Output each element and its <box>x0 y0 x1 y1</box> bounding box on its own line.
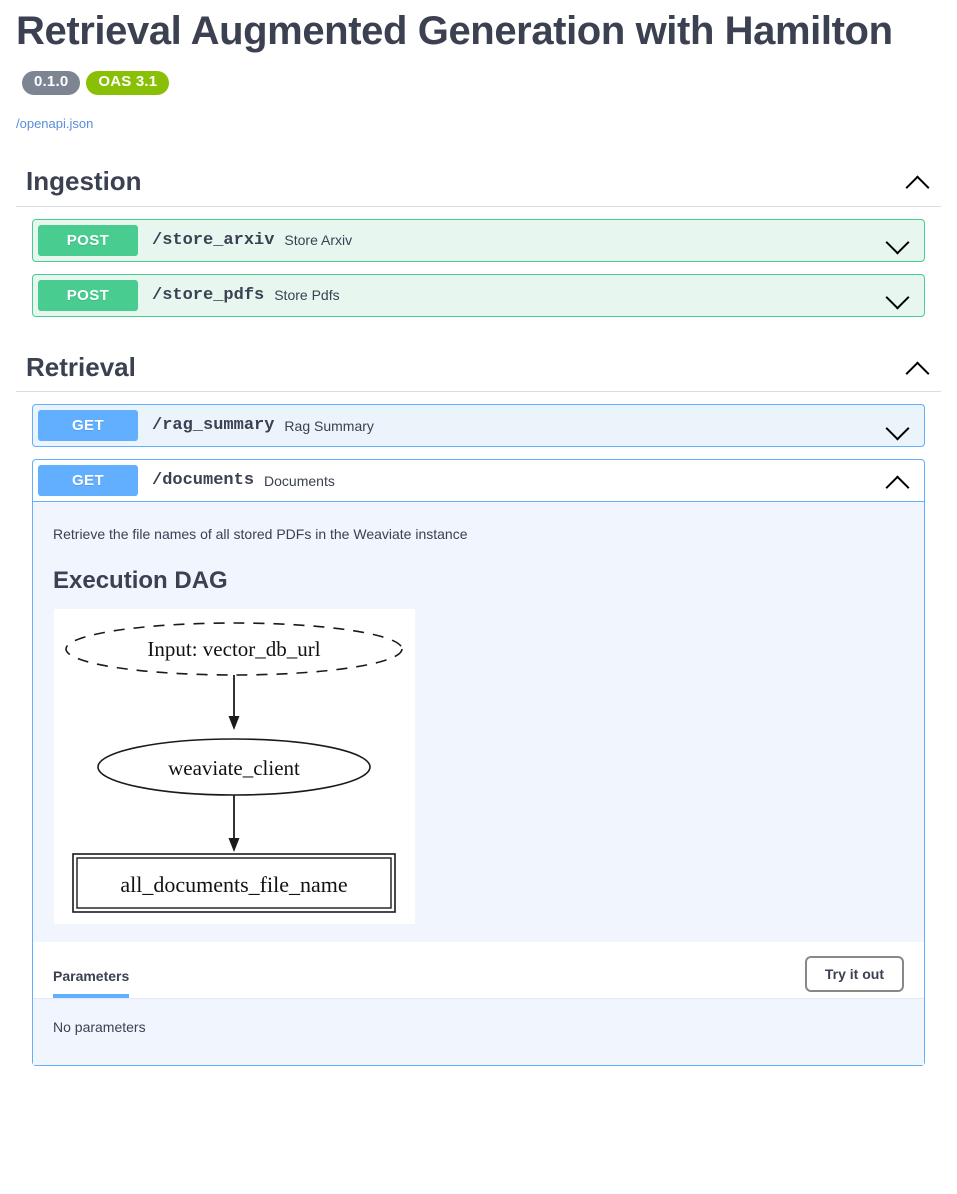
operation-list-ingestion: POST /store_arxiv Store Arxiv POST /stor… <box>16 218 941 317</box>
tag-header-retrieval[interactable]: Retrieval <box>16 351 941 393</box>
dag-node-client-label: weaviate_client <box>168 756 300 780</box>
operation-list-retrieval: GET /rag_summary Rag Summary GET /docume… <box>16 404 941 1067</box>
api-title-text: Retrieval Augmented Generation with Hami… <box>16 9 893 53</box>
parameters-header: Parameters Try it out <box>53 942 904 999</box>
dag-node-input: Input: vector_db_url <box>65 622 403 676</box>
dag-node-client: weaviate_client <box>97 738 371 796</box>
operation-summary[interactable]: POST /store_pdfs Store Pdfs <box>33 275 924 316</box>
try-it-out-button[interactable]: Try it out <box>804 956 904 993</box>
operation-path: /store_arxiv <box>152 230 275 250</box>
chevron-down-icon[interactable] <box>885 413 911 439</box>
operation-summary-text: Rag Summary <box>284 417 374 434</box>
dag-node-output-label: all_documents_file_name <box>120 872 347 897</box>
no-parameters-message: No parameters <box>33 998 924 1066</box>
dag-svg: Input: vector_db_url weaviate_client <box>65 622 403 913</box>
operation-path: /rag_summary <box>152 416 275 436</box>
operation-description: Retrieve the file names of all stored PD… <box>53 526 468 543</box>
operation-row-store-pdfs[interactable]: POST /store_pdfs Store Pdfs <box>32 273 925 317</box>
dag-node-output: all_documents_file_name <box>72 853 396 913</box>
dag-node-input-label: Input: vector_db_url <box>147 637 320 661</box>
operation-summary-text: Store Arxiv <box>284 232 353 249</box>
chevron-up-icon[interactable] <box>905 354 931 380</box>
tag-section-ingestion: Ingestion POST /store_arxiv Store Arxiv … <box>0 167 957 317</box>
operation-summary[interactable]: GET /documents Documents <box>33 460 924 501</box>
chevron-down-icon[interactable] <box>885 227 911 253</box>
operation-body-documents: Retrieve the file names of all stored PD… <box>33 501 924 1066</box>
operation-row-store-arxiv[interactable]: POST /store_arxiv Store Arxiv <box>32 218 925 262</box>
http-method-badge: POST <box>38 224 138 256</box>
execution-dag-heading: Execution DAG <box>53 567 228 595</box>
chevron-up-icon[interactable] <box>905 168 931 194</box>
operation-row-rag-summary[interactable]: GET /rag_summary Rag Summary <box>32 404 925 448</box>
execution-dag-image: Input: vector_db_url weaviate_client <box>54 609 415 925</box>
openapi-spec-link[interactable]: /openapi.json <box>16 116 94 131</box>
page-title: Retrieval Augmented Generation with Hami… <box>16 6 941 106</box>
http-method-badge: POST <box>38 279 138 311</box>
operation-path: /documents <box>152 471 255 491</box>
tag-section-retrieval: Retrieval GET /rag_summary Rag Summary G… <box>0 351 957 1067</box>
tab-parameters[interactable]: Parameters <box>53 968 130 999</box>
tag-name-retrieval: Retrieval <box>26 351 136 382</box>
version-badge: 0.1.0 <box>22 71 81 95</box>
dag-edge-input-client <box>228 675 240 731</box>
parameters-section: Parameters Try it out No parameters <box>33 942 924 1066</box>
tag-name-ingestion: Ingestion <box>26 166 142 196</box>
operation-summary-text: Documents <box>264 472 335 489</box>
operation-row-documents[interactable]: GET /documents Documents Retrieve the fi… <box>32 459 925 1067</box>
tag-header-ingestion[interactable]: Ingestion <box>16 167 941 207</box>
operation-path: /store_pdfs <box>152 285 265 305</box>
dag-edge-client-output <box>228 795 240 853</box>
operation-summary-text: Store Pdfs <box>274 287 340 304</box>
operation-summary[interactable]: POST /store_arxiv Store Arxiv <box>33 220 924 261</box>
http-method-badge: GET <box>38 410 138 442</box>
http-method-badge: GET <box>38 465 138 497</box>
rect-inner-icon <box>76 857 392 909</box>
chevron-up-icon[interactable] <box>885 468 911 494</box>
dashed-ellipse-icon <box>65 622 403 676</box>
operation-summary[interactable]: GET /rag_summary Rag Summary <box>33 405 924 446</box>
chevron-down-icon[interactable] <box>885 282 911 308</box>
oas-version-badge: OAS 3.1 <box>86 71 170 95</box>
api-info-block: Retrieval Augmented Generation with Hami… <box>0 0 957 131</box>
